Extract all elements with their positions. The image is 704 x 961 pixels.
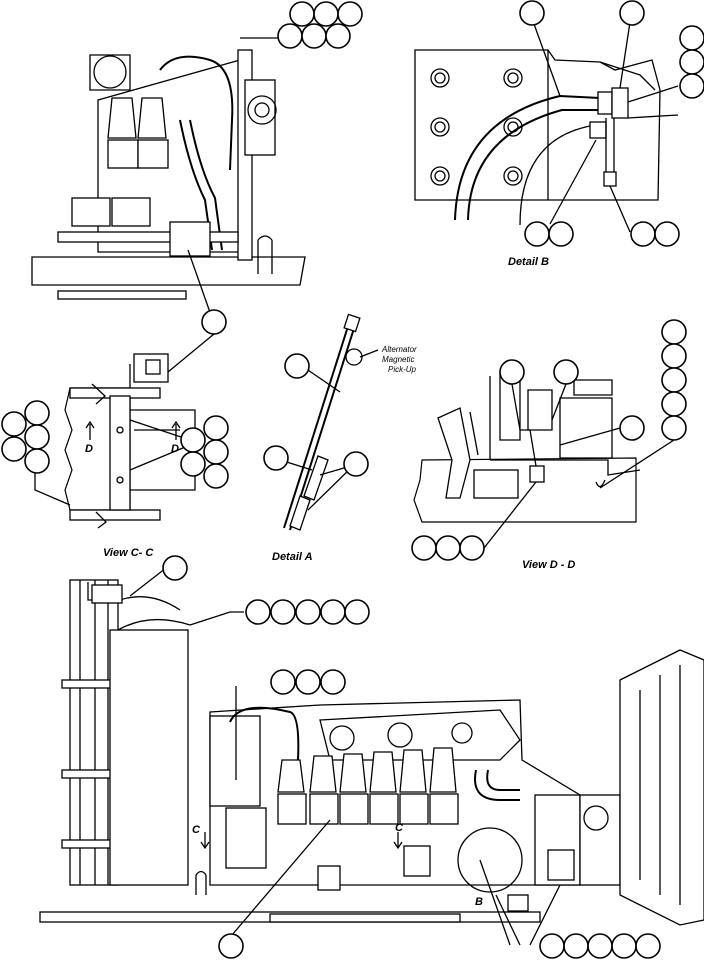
detail-b-view (414, 21, 679, 233)
engine-end-view (31, 37, 306, 319)
detail-b-label: Detail B (508, 256, 549, 268)
alternator-label-2: Magnetic (382, 355, 414, 364)
callout-group-top-left (277, 1, 363, 49)
callout-group-view-d (411, 319, 687, 561)
alternator-label-3: Pick-Up (388, 365, 417, 374)
view-c-label: View C- C (103, 547, 154, 559)
callout-group-view-c (1, 309, 229, 489)
section-c-right-label: C (395, 822, 404, 834)
detail-a-label: Detail A (272, 551, 313, 563)
generator-side-view (39, 567, 704, 946)
callout-group-detail-a (263, 353, 369, 477)
callout-group-detail-b (519, 0, 704, 247)
view-d-label: View D - D (522, 559, 575, 571)
view-c-c (34, 333, 215, 529)
callout-group-bottom (162, 555, 661, 959)
detail-b-marker-label: B (475, 896, 483, 908)
section-d-left-label: D (85, 443, 93, 455)
section-c-left-label: C (192, 824, 201, 836)
detail-a-view (273, 313, 379, 531)
view-d-d (413, 371, 675, 549)
section-d-right-label: D (171, 443, 179, 455)
alternator-label-1: Alternator (381, 345, 417, 354)
